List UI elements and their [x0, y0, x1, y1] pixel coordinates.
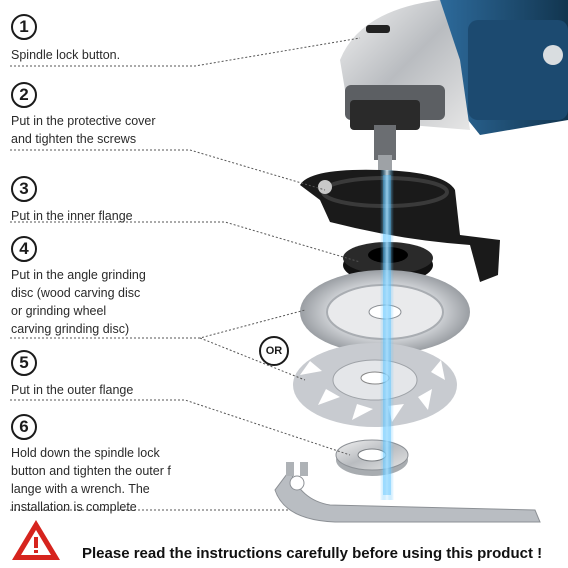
step-6-line-1: Hold down the spindle lock	[11, 446, 160, 460]
step-2-number: 2	[11, 82, 37, 108]
step-4-line-3: or grinding wheel	[11, 304, 107, 318]
step-2-line-1: Put in the protective cover	[11, 114, 156, 128]
step-3-text: Put in the inner flange	[11, 207, 133, 225]
step-1-number: 1	[11, 14, 37, 40]
step-1-text: Spindle lock button.	[11, 46, 120, 64]
step-6-line-4: installation is complete	[11, 500, 137, 514]
wood-carving-disc	[293, 343, 457, 427]
step-6-line-2: button and tighten the outer f	[11, 464, 171, 478]
step-4-line-4: carving grinding disc)	[11, 322, 130, 336]
leader-lines	[10, 37, 361, 511]
spindle-glow-axis	[380, 170, 394, 500]
warning-message: Please read the instructions carefully b…	[82, 545, 543, 562]
warning-icon	[12, 520, 60, 560]
step-4-text: Put in the angle grinding disc (wood car…	[11, 266, 146, 338]
wrench	[274, 462, 541, 523]
step-6-line-3: lange with a wrench. The	[11, 482, 150, 496]
step-5-number: 5	[11, 350, 37, 376]
outer-flange	[335, 439, 409, 476]
step-6-text: Hold down the spindle lock button and ti…	[11, 444, 171, 516]
step-5-text: Put in the outer flange	[11, 381, 133, 399]
step-2-line-2: and tighten the screws	[11, 132, 137, 146]
step-4-number: 4	[11, 236, 37, 262]
step-6-number: 6	[11, 414, 37, 440]
step-3-number: 3	[11, 176, 37, 202]
step-5-line-1: Put in the outer flange	[11, 383, 134, 397]
step-1-line-1: Spindle lock button.	[11, 48, 121, 62]
step-2-text: Put in the protective cover and tighten …	[11, 112, 156, 148]
angle-grinder	[340, 0, 568, 175]
step-3-line-1: Put in the inner flange	[11, 209, 133, 223]
step-4-line-2: disc (wood carving disc	[11, 286, 141, 300]
or-badge: OR	[259, 336, 289, 366]
step-4-line-1: Put in the angle grinding	[11, 268, 146, 282]
